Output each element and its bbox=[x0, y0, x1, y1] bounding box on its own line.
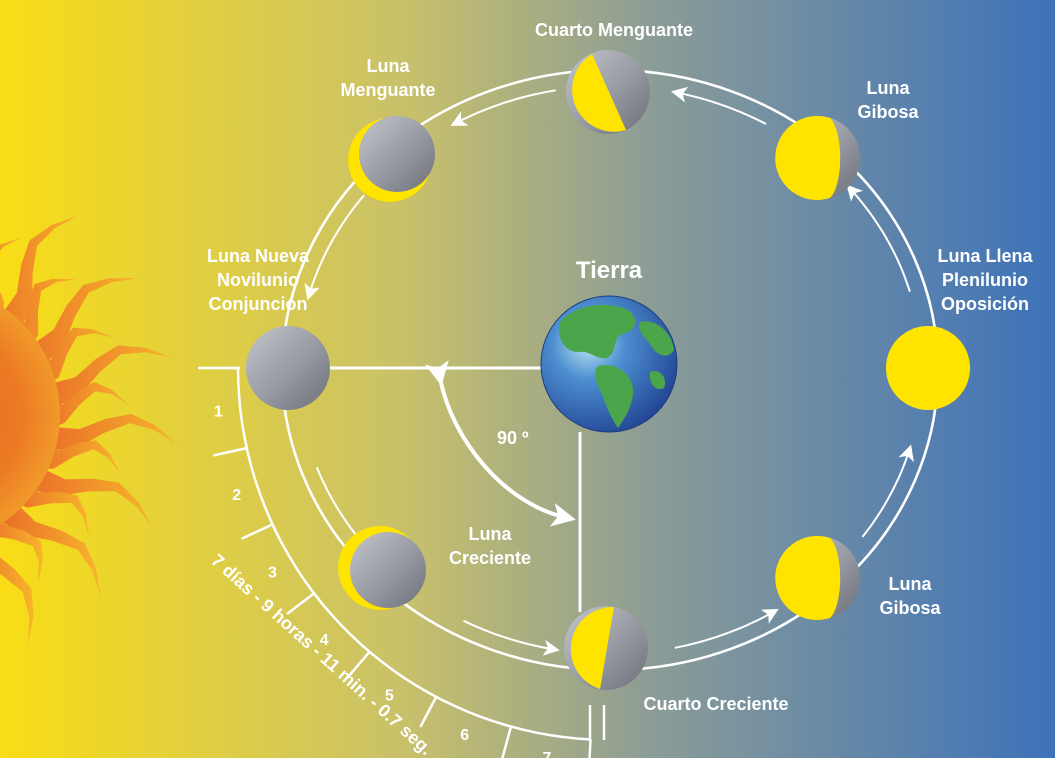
sun-ray bbox=[0, 475, 101, 598]
phase-label-creciente: Creciente bbox=[449, 548, 531, 568]
sun-ray bbox=[14, 444, 154, 529]
scale-day-label: 4 bbox=[320, 632, 329, 649]
scale-day-label: 1 bbox=[214, 404, 223, 421]
scale-arc bbox=[236, 367, 591, 741]
orbit-arrow bbox=[304, 194, 365, 301]
sun-ray bbox=[0, 516, 43, 584]
moon-llena bbox=[886, 326, 970, 410]
moon-gibosa-creciente bbox=[775, 536, 860, 621]
phase-label-nueva: Luna Nueva bbox=[207, 246, 310, 266]
moon-gibosa-menguante bbox=[775, 115, 860, 201]
scale-day-label: 6 bbox=[460, 727, 469, 744]
sun-ray bbox=[28, 409, 179, 451]
moon-nueva bbox=[246, 326, 330, 410]
scale-day-label: 2 bbox=[232, 487, 241, 504]
phase-label-llena: Plenilunio bbox=[942, 270, 1028, 290]
phase-label-nueva: Novilunio bbox=[217, 270, 299, 290]
earth-icon bbox=[540, 295, 678, 433]
sun-disk bbox=[0, 305, 60, 525]
scale-tick bbox=[346, 650, 371, 679]
scale-tick bbox=[213, 446, 247, 457]
sun-ray bbox=[0, 175, 3, 179]
orbit-arrow bbox=[861, 444, 914, 538]
moons bbox=[246, 50, 970, 690]
phase-label-nueva: Conjunción bbox=[209, 294, 308, 314]
phase-label-creciente: Luna bbox=[469, 524, 513, 544]
sun-ray bbox=[0, 557, 34, 646]
phase-label-cuarto-menguante: Cuarto Menguante bbox=[535, 20, 693, 40]
scale-tick bbox=[286, 592, 315, 615]
angle-label: 90 º bbox=[497, 428, 529, 448]
sun-ray bbox=[22, 345, 174, 407]
phase-label-llena: Oposición bbox=[941, 294, 1029, 314]
scale-tick bbox=[588, 739, 592, 758]
scale-tick bbox=[241, 523, 274, 540]
sun-ray bbox=[0, 214, 81, 341]
phase-labels: Luna NuevaNovilunioConjunciónLunaCrecien… bbox=[207, 20, 1034, 714]
scale-tick bbox=[501, 726, 513, 758]
phase-label-menguante: Luna bbox=[367, 56, 411, 76]
scale-day-label: 5 bbox=[385, 687, 394, 704]
earth-title: Tierra bbox=[576, 257, 643, 284]
orbit-arrows bbox=[304, 86, 914, 656]
angle-construction: 90 º bbox=[288, 360, 582, 612]
orbit-arrow bbox=[670, 86, 767, 125]
angle-arc-arrow bbox=[425, 360, 576, 527]
orbit-arrow bbox=[846, 184, 911, 293]
phase-label-gibosa-creciente: Luna bbox=[889, 574, 933, 594]
sun-ray bbox=[3, 460, 90, 537]
scale-day-label: 3 bbox=[268, 564, 277, 581]
moon-cuarto-menguante bbox=[566, 50, 650, 134]
scale-tick bbox=[419, 696, 438, 728]
orbit-arrow bbox=[674, 608, 779, 649]
orbit-arrow bbox=[463, 619, 560, 656]
moon-menguante bbox=[348, 116, 435, 202]
phase-label-gibosa-creciente: Gibosa bbox=[879, 598, 941, 618]
moon-cuarto-creciente bbox=[564, 606, 648, 690]
sun-icon bbox=[0, 175, 179, 646]
phase-label-gibosa-menguante: Gibosa bbox=[857, 102, 919, 122]
phase-label-gibosa-menguante: Luna bbox=[867, 78, 911, 98]
scale-day-label: 7 bbox=[542, 750, 551, 758]
phase-label-cuarto-creciente: Cuarto Creciente bbox=[643, 694, 788, 714]
moon-creciente bbox=[338, 526, 426, 610]
orbit-arrow bbox=[450, 89, 556, 126]
phase-label-menguante: Menguante bbox=[340, 80, 435, 100]
phase-label-llena: Luna Llena bbox=[937, 246, 1033, 266]
